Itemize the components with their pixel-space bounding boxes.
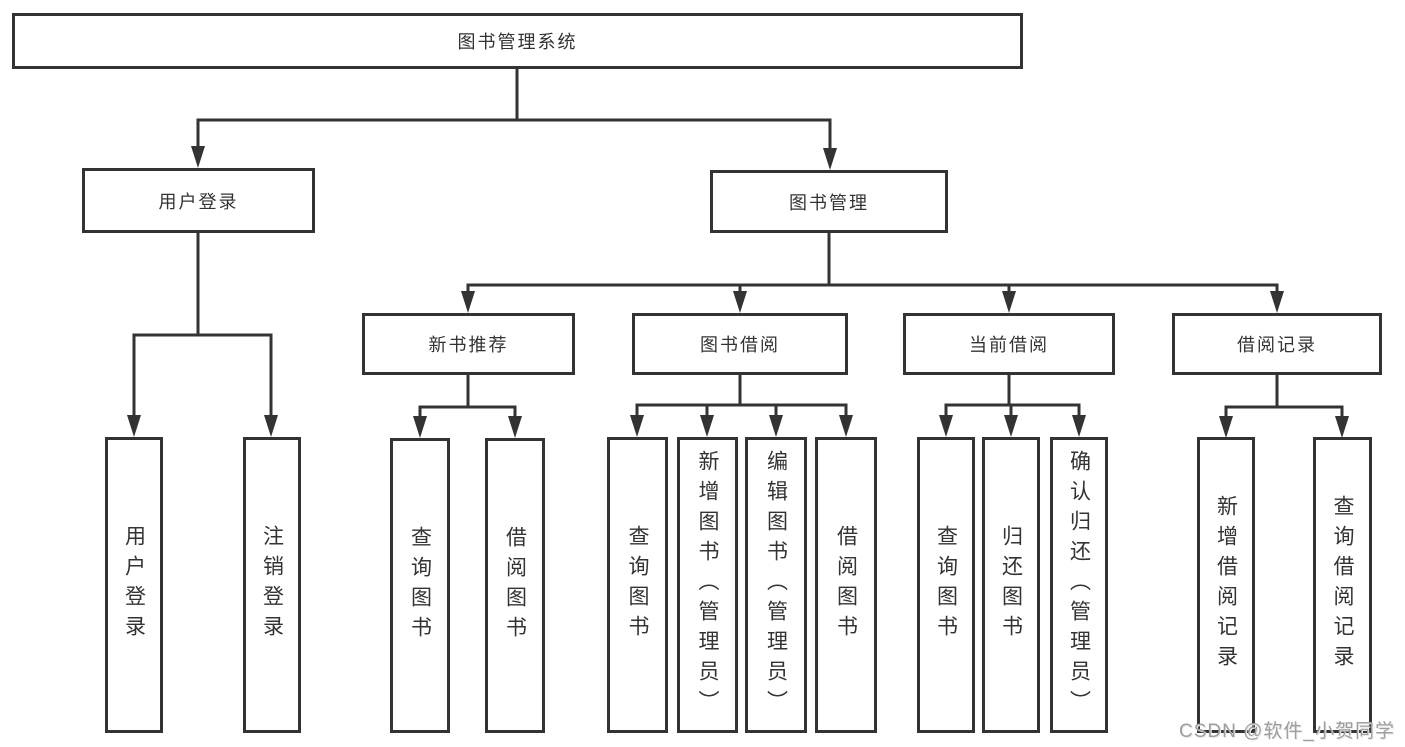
node-leaf-query-book-3-label: 查询图书 — [934, 525, 958, 645]
arrow-icon — [191, 146, 205, 168]
arrow-icon — [1004, 415, 1018, 437]
connector-root-to-level2 — [196, 67, 832, 151]
connector-userlogin-to-leaves — [132, 231, 273, 418]
node-leaf-user-login: 用户登录 — [105, 437, 163, 733]
node-leaf-confirm-return-admin-label: 确认归还（管理员） — [1067, 450, 1091, 720]
node-leaf-edit-book-admin-label: 编辑图书（管理员） — [764, 450, 788, 720]
node-leaf-confirm-return-admin: 确认归还（管理员） — [1050, 437, 1108, 733]
arrow-icon — [1072, 415, 1086, 437]
node-library-system-label: 图书管理系统 — [457, 32, 578, 52]
node-leaf-edit-book-admin: 编辑图书（管理员） — [745, 437, 807, 733]
node-leaf-query-book-2: 查询图书 — [607, 437, 668, 733]
node-leaf-query-borrow-record-label: 查询借阅记录 — [1331, 495, 1354, 675]
node-user-login: 用户登录 — [82, 168, 315, 233]
node-book-borrowing-label: 图书借阅 — [700, 335, 780, 355]
connector-records-to-leaves — [1224, 373, 1344, 419]
arrow-icon — [733, 291, 747, 313]
arrow-icon — [630, 415, 644, 437]
node-leaf-return-book: 归还图书 — [982, 437, 1040, 733]
csdn-watermark: CSDN @软件_小贺同学 — [1179, 721, 1395, 742]
node-leaf-logout: 注销登录 — [243, 437, 301, 733]
node-leaf-borrow-book-1: 借阅图书 — [485, 438, 545, 733]
node-borrow-records: 借阅记录 — [1172, 313, 1382, 375]
arrow-icon — [461, 291, 475, 313]
node-leaf-query-borrow-record: 查询借阅记录 — [1313, 437, 1372, 733]
node-leaf-query-book-1-label: 查询图书 — [408, 525, 432, 646]
arrow-icon — [1219, 416, 1233, 438]
node-leaf-add-borrow-record: 新增借阅记录 — [1197, 437, 1255, 733]
node-book-management-label: 图书管理 — [789, 192, 869, 213]
arrow-icon — [1002, 291, 1016, 313]
arrowheads — [127, 146, 1349, 438]
arrow-icon — [264, 415, 278, 437]
node-leaf-query-book-1: 查询图书 — [390, 438, 450, 733]
connector-bookmgmt-to-level3 — [466, 231, 1279, 294]
arrow-icon — [413, 416, 427, 438]
node-leaf-add-book-admin: 新增图书（管理员） — [677, 437, 738, 733]
node-new-book-recommend: 新书推荐 — [362, 313, 575, 375]
arrow-icon — [700, 415, 714, 437]
connector-newbook-to-leaves — [418, 373, 517, 419]
node-leaf-borrow-book-2-label: 借阅图书 — [834, 525, 858, 645]
node-leaf-logout-label: 注销登录 — [260, 525, 284, 645]
node-book-borrowing: 图书借阅 — [632, 313, 848, 375]
arrow-icon — [1335, 416, 1349, 438]
node-leaf-user-login-label: 用户登录 — [122, 525, 146, 645]
arrow-icon — [127, 415, 141, 437]
node-new-book-recommend-label: 新书推荐 — [428, 335, 509, 355]
node-leaf-return-book-label: 归还图书 — [999, 525, 1023, 645]
node-book-management: 图书管理 — [710, 170, 948, 233]
arrow-icon — [1270, 291, 1284, 313]
connector-current-to-leaves — [944, 373, 1081, 418]
node-current-borrow: 当前借阅 — [903, 313, 1115, 375]
connector-borrowing-to-leaves — [635, 373, 848, 418]
node-leaf-borrow-book-1-label: 借阅图书 — [503, 525, 527, 646]
node-current-borrow-label: 当前借阅 — [969, 335, 1049, 355]
node-borrow-records-label: 借阅记录 — [1237, 335, 1317, 355]
node-leaf-query-book-2-label: 查询图书 — [626, 525, 649, 645]
arrow-icon — [939, 415, 953, 437]
node-leaf-query-book-3: 查询图书 — [917, 437, 975, 733]
node-leaf-add-book-admin-label: 新增图书（管理员） — [696, 450, 719, 720]
arrow-icon — [769, 415, 783, 437]
node-library-system: 图书管理系统 — [12, 13, 1023, 69]
arrow-icon — [823, 148, 837, 170]
node-leaf-add-borrow-record-label: 新增借阅记录 — [1214, 495, 1238, 675]
node-user-login-label: 用户登录 — [158, 191, 239, 212]
node-leaf-borrow-book-2: 借阅图书 — [815, 437, 877, 733]
arrow-icon — [508, 416, 522, 438]
arrow-icon — [839, 415, 853, 437]
